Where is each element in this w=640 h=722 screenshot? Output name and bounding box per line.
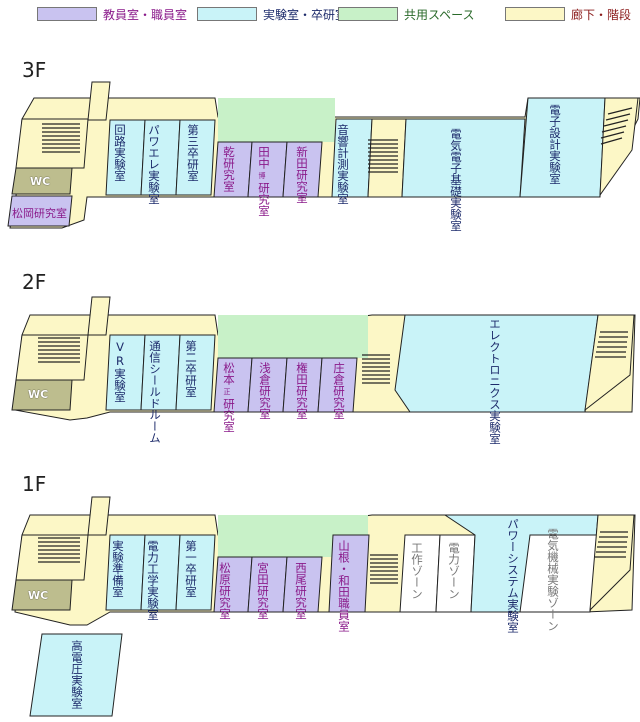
stairs-right-1f <box>595 531 628 558</box>
room-2nd-thesis-room[interactable] <box>175 334 216 411</box>
room-1st-thesis-room[interactable] <box>175 534 216 611</box>
stair-right-3f <box>599 97 639 197</box>
label-matsumoto-lab: 研究室 <box>222 398 236 433</box>
label-asakura-lab: 浅倉研究室 <box>258 362 272 420</box>
label-gonda-lab: 権田研究室 <box>295 362 309 420</box>
label-shield-room: 通信シールドルーム <box>148 340 162 444</box>
legend-swatch-common <box>338 7 398 21</box>
stairs-left-2f <box>38 337 80 363</box>
stairs-mid-2f <box>362 354 390 384</box>
label-workshop-zone: 工作ゾーン <box>410 542 424 600</box>
wc-label-3f: WC <box>30 175 51 188</box>
stairs-right-3f <box>600 107 633 145</box>
room-electronics-lab[interactable] <box>394 314 599 413</box>
room-high-voltage-lab[interactable] <box>29 633 123 717</box>
floor-2f-plan <box>11 296 636 421</box>
common-space-3f <box>218 98 335 142</box>
label-matsuoka-lab: 松岡研究室 <box>12 207 67 220</box>
floor-label-2f: 2F <box>22 270 47 294</box>
room-staff-room[interactable] <box>328 534 370 613</box>
floor-3f-plan <box>7 81 640 229</box>
label-circuit-lab: 回路実験室 <box>113 124 127 182</box>
label-tanaka-name: 田中 <box>257 146 271 169</box>
stairs-mid-1f <box>370 554 398 584</box>
legend-swatch-faculty <box>37 7 97 21</box>
legend-common: 共用スペース <box>338 6 475 22</box>
label-power-electronics-lab: パワエレ実験室 <box>147 124 161 205</box>
label-power-engineering-lab: 電力工学実験室 <box>146 540 160 621</box>
room-nishio-lab[interactable] <box>282 556 323 613</box>
legend-label-lab: 実験室・卒研室 <box>263 7 348 22</box>
label-2nd-thesis-room: 第二卒研室 <box>184 340 198 398</box>
connector-2f <box>87 296 111 336</box>
stair-mid-3f <box>367 118 407 198</box>
room-matsuoka-lab <box>7 195 73 227</box>
label-shokura-lab: 庄倉研究室 <box>332 362 346 420</box>
legend-label-common: 共用スペース <box>404 7 475 22</box>
label-tanaka-small: 博 <box>258 172 266 179</box>
stair-right-2f <box>584 314 635 412</box>
connector-3f <box>87 81 111 121</box>
room-electronic-design-lab[interactable] <box>519 97 606 198</box>
label-acoustic-lab: 音響計測実験室 <box>336 124 350 205</box>
room-basic-electrical-lab[interactable] <box>401 118 526 198</box>
label-tanaka-lab: 研究室 <box>257 182 271 217</box>
label-staff-room: 山根・和田職員室 <box>337 540 351 632</box>
stairs-left-1f <box>38 537 80 563</box>
connector-1f <box>87 496 111 536</box>
label-1st-thesis-room: 第一卒研室 <box>184 540 198 598</box>
stair-right-1f <box>589 514 635 612</box>
room-nitta-lab[interactable] <box>282 141 323 198</box>
label-miyata-lab: 宮田研究室 <box>256 562 270 620</box>
wc-label-1f: WC <box>28 589 49 602</box>
label-nitta-lab: 新田研究室 <box>295 146 309 204</box>
label-power-system-lab: パワーシステム実験室 <box>506 518 520 633</box>
floor-1f-plan <box>11 496 636 717</box>
legend-lab: 実験室・卒研室 <box>197 6 347 22</box>
legend-swatch-lab <box>197 7 257 21</box>
wc-1f <box>11 579 73 611</box>
stairs-right-2f <box>595 331 628 358</box>
stairs-mid-3f <box>368 139 398 173</box>
label-3rd-thesis-room: 第三卒研室 <box>186 124 200 182</box>
wc-label-2f: WC <box>28 388 49 401</box>
label-matsumoto-name: 松本 <box>222 362 236 385</box>
legend-label-faculty: 教員室・職員室 <box>103 7 188 22</box>
label-prep-room: 実験準備室 <box>111 540 125 598</box>
room-electric-machine-zone[interactable] <box>519 534 599 613</box>
label-high-voltage-lab: 高電圧実験室 <box>70 640 84 709</box>
label-matsumoto-small: 正 <box>223 388 231 395</box>
stairs-left-3f <box>42 123 80 153</box>
label-power-zone: 電力ゾーン <box>447 542 461 600</box>
wc-2f <box>11 379 73 411</box>
floor-label-1f: 1F <box>22 472 47 496</box>
label-nishio-lab: 西尾研究室 <box>294 562 308 620</box>
label-electronic-design-lab: 電子設計実験室 <box>548 104 562 185</box>
common-space-2f <box>218 315 368 358</box>
label-electric-machine-zone: 電気機械実験ゾーン <box>546 528 560 632</box>
legend-label-corridor: 廊下・階段 <box>571 7 632 22</box>
room-3rd-thesis-room[interactable] <box>175 119 216 196</box>
label-electronics-lab: エレクトロニクス実験室 <box>488 318 502 445</box>
legend-faculty: 教員室・職員室 <box>37 6 187 22</box>
label-inui-lab: 乾研究室 <box>222 146 236 192</box>
label-matsubara-lab: 松原研究室 <box>218 562 232 620</box>
room-shokura-lab[interactable] <box>317 357 358 413</box>
label-basic-electrical-lab: 電気電子基礎実験室 <box>449 128 463 232</box>
legend-swatch-corridor <box>505 7 565 21</box>
floor-label-3f: 3F <box>22 58 47 82</box>
legend-corridor: 廊下・階段 <box>505 6 631 22</box>
label-vr-lab: VR実験室 <box>113 340 127 403</box>
wc-3f <box>11 167 73 195</box>
